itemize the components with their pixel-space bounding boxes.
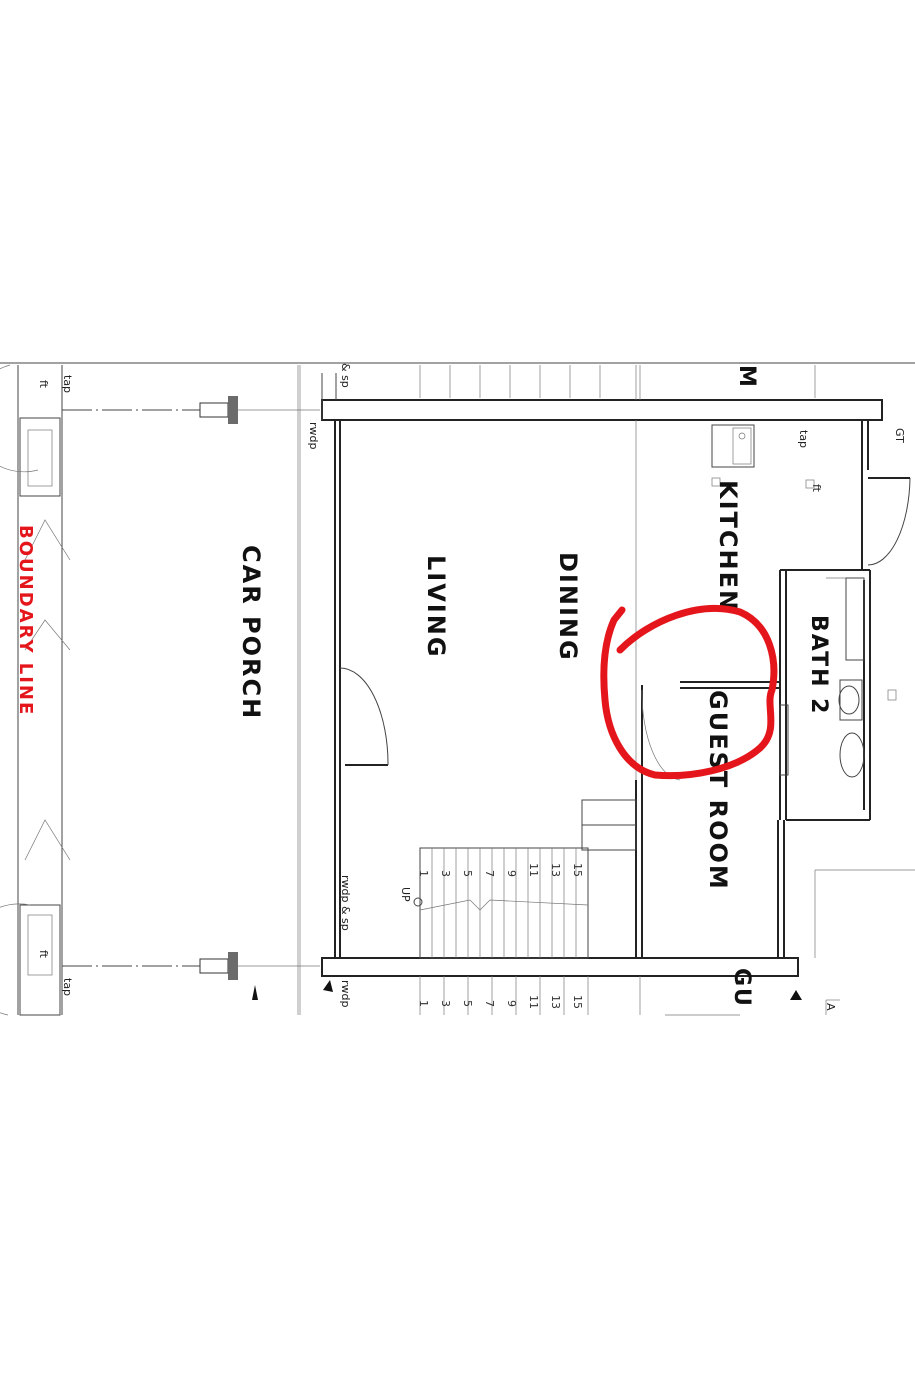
stair-number: 11 [527, 863, 540, 877]
stair-number: 3 [439, 870, 452, 877]
gt-label: GT [893, 428, 906, 443]
bath-2-label: BATH 2 [806, 615, 831, 715]
stair-number: 1 [417, 1000, 430, 1007]
stair-number: 1 [417, 870, 430, 877]
dining-label: DINING [554, 552, 582, 662]
ft-bottom-left: ft [37, 950, 50, 959]
wash-basin [839, 732, 865, 778]
rwdp-top: rwdp [307, 422, 320, 450]
tap-kitchen: tap [797, 430, 810, 448]
gu-cut-label: GU [729, 968, 754, 1008]
markers [252, 897, 802, 1000]
ft-kitchen: ft [810, 484, 823, 493]
red-annotation-circle [600, 605, 778, 780]
rwdp-sp-bottom: rwdp & sp [339, 875, 352, 931]
stair-number: 15 [571, 863, 584, 877]
a-cut-label: A [824, 1003, 837, 1011]
stair-number: 7 [483, 870, 496, 877]
up-label: UP [399, 887, 412, 902]
post-top [199, 402, 229, 418]
stair-numbers: 1 3 5 7 9 11 13 15 [417, 863, 584, 877]
tap-top-left: tap [61, 375, 74, 393]
fixtures [711, 424, 897, 778]
stair-number: 15 [571, 995, 584, 1009]
gate-post-top [19, 417, 61, 497]
staircase [419, 365, 740, 1016]
m-cut-label: M [734, 365, 759, 389]
stair-numbers-lower: 1 3 5 7 9 11 13 15 [417, 995, 584, 1009]
stair-number: 7 [483, 1000, 496, 1007]
car-porch-label: CAR PORCH [237, 545, 265, 720]
ft-top-left: ft [37, 380, 50, 389]
kitchen-sink [711, 424, 755, 468]
stair-number: 3 [439, 1000, 452, 1007]
sp-top: & sp [339, 363, 352, 388]
bath-vanity [845, 577, 865, 661]
toilet [839, 679, 863, 721]
rwdp-bottom: rwdp [339, 980, 352, 1008]
stair-number: 9 [505, 1000, 518, 1007]
stair-number: 5 [461, 1000, 474, 1007]
living-label: LIVING [422, 555, 450, 659]
stair-number: 13 [549, 863, 562, 877]
post-bottom [199, 958, 229, 974]
gate-post-bottom [19, 904, 61, 1016]
kitchen-label: KITCHEN [714, 480, 742, 612]
boundary-line-label: BOUNDARY LINE [15, 525, 36, 716]
stair-number: 11 [527, 995, 540, 1009]
stair-number: 9 [505, 870, 518, 877]
tap-bottom-left: tap [61, 978, 74, 996]
porch-edges [297, 365, 301, 1015]
gate-rails [62, 396, 320, 980]
guest-room-label: GUEST ROOM [704, 690, 732, 891]
stair-number: 5 [461, 870, 474, 877]
stair-number: 13 [549, 995, 562, 1009]
boundary-area [0, 364, 71, 1016]
